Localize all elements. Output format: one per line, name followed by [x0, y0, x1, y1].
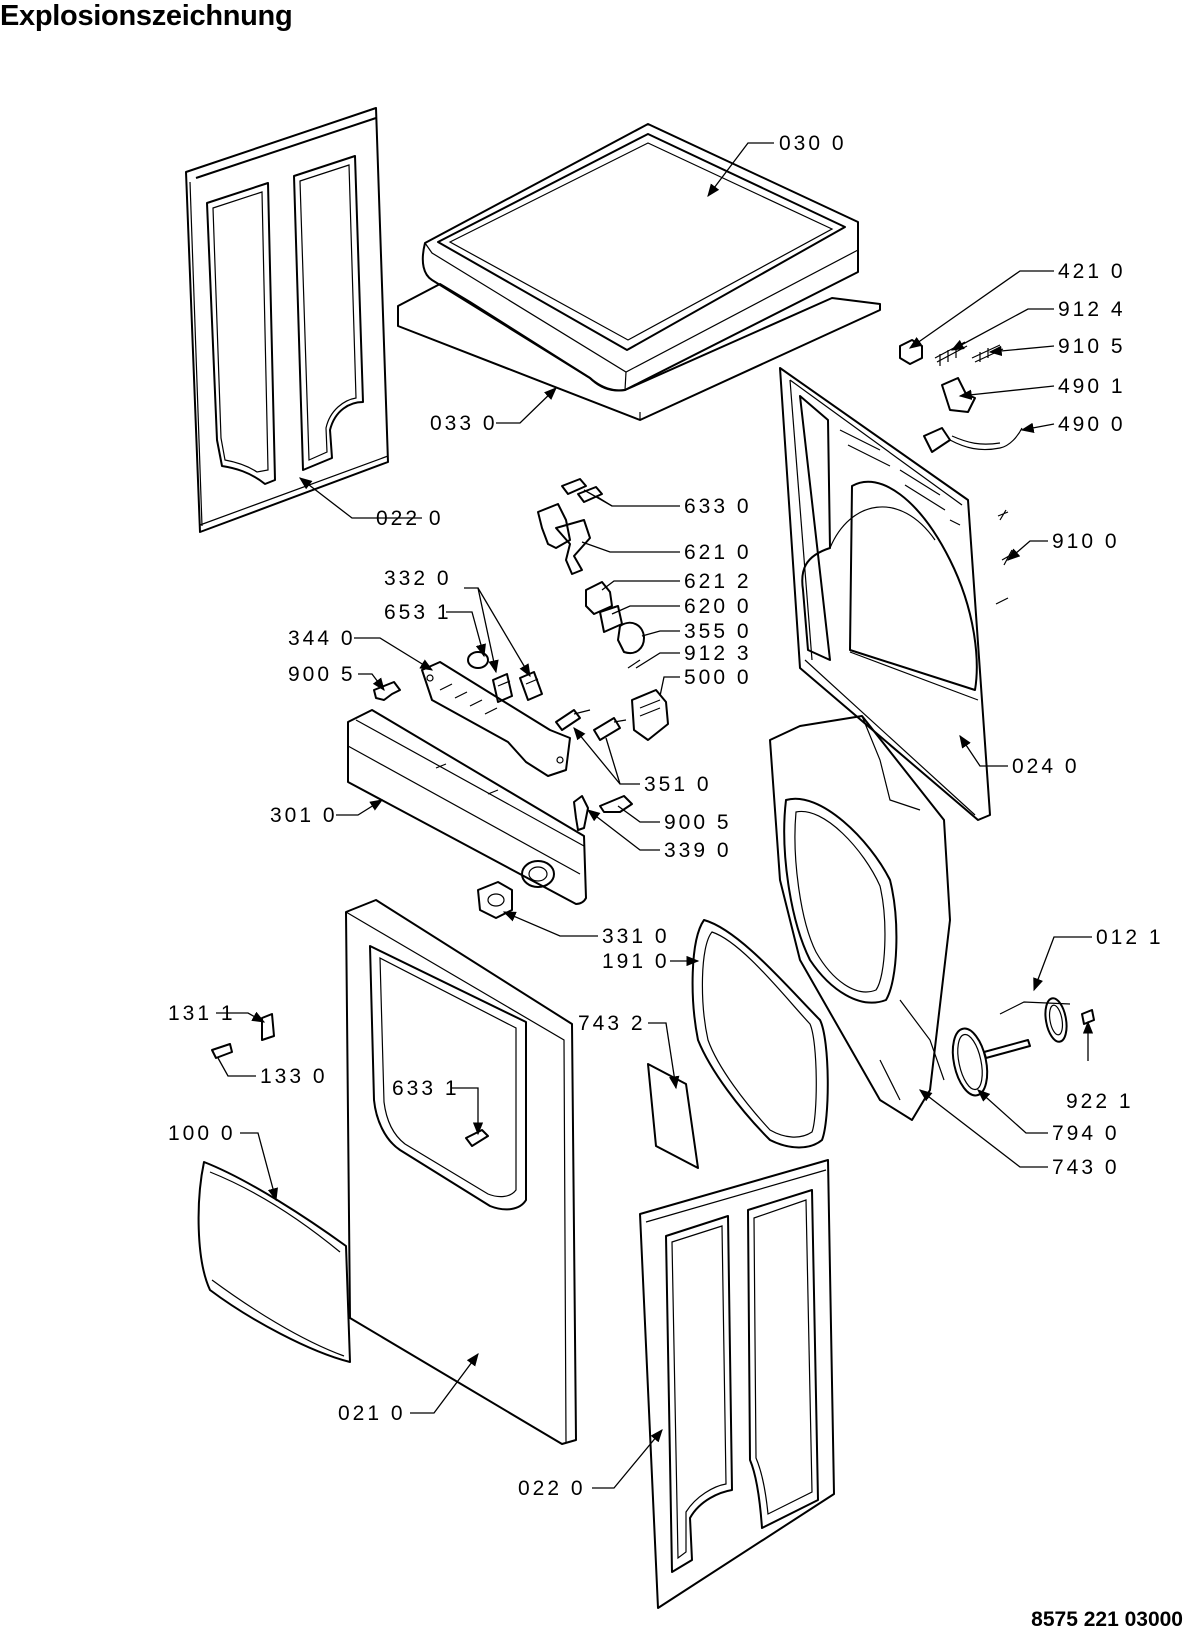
top-cover-support	[397, 283, 881, 421]
label-653-1: 653 1	[384, 601, 452, 624]
screws-rear	[995, 509, 1017, 605]
label-743-0: 743 0	[1052, 1156, 1120, 1179]
label-100-0: 100 0	[168, 1122, 236, 1145]
program-knob	[477, 881, 513, 919]
felt-ring	[951, 1027, 989, 1097]
label-024-0: 024 0	[1012, 755, 1080, 778]
label-621-0: 621 0	[684, 541, 752, 564]
label-021-0: 021 0	[338, 1402, 406, 1425]
label-344-0: 344 0	[288, 627, 356, 650]
label-033-0: 033 0	[430, 412, 498, 435]
label-133-0: 133 0	[260, 1065, 328, 1088]
label-633-0: 633 0	[684, 495, 752, 518]
shaft-bearing	[983, 997, 1095, 1059]
label-421-0: 421 0	[1058, 260, 1126, 283]
part-labels: 030 0 421 0 912 4 910 5 490 1 490 0 033 …	[168, 132, 1164, 1500]
label-355-0: 355 0	[684, 620, 752, 643]
label-500-0: 500 0	[684, 666, 752, 689]
label-030-0: 030 0	[779, 132, 847, 155]
door-handle	[465, 1129, 489, 1147]
label-022-0-bottom: 022 0	[518, 1477, 586, 1500]
label-131-1: 131 1	[168, 1002, 236, 1025]
page-title: Explosionszeichnung	[0, 0, 293, 32]
control-panel	[347, 709, 587, 905]
label-621-2: 621 2	[684, 570, 752, 593]
label-301-0: 301 0	[270, 804, 338, 827]
clip-parts-bottom	[573, 795, 633, 831]
label-900-5-right: 900 5	[664, 811, 732, 834]
leader-lines	[216, 142, 1094, 1489]
label-794-0: 794 0	[1052, 1122, 1120, 1145]
label-912-3: 912 3	[684, 642, 752, 665]
filter-door	[197, 1161, 351, 1363]
label-620-0: 620 0	[684, 595, 752, 618]
rear-panel	[779, 367, 991, 821]
label-490-1: 490 1	[1058, 375, 1126, 398]
label-910-0: 910 0	[1052, 530, 1120, 553]
label-922-1: 922 1	[1066, 1090, 1134, 1113]
document-number: 8575 221 03000	[1031, 1608, 1183, 1631]
label-910-5: 910 5	[1058, 335, 1126, 358]
label-900-5-left: 900 5	[288, 663, 356, 686]
label-022-0-top: 022 0	[376, 507, 444, 530]
front-panel	[345, 899, 577, 1445]
label-743-2: 743 2	[578, 1012, 646, 1035]
gasket-plate	[647, 1063, 699, 1169]
clip-left	[373, 681, 401, 701]
label-191-0: 191 0	[602, 950, 670, 973]
label-633-1: 633 1	[392, 1077, 460, 1100]
label-351-0: 351 0	[644, 773, 712, 796]
label-490-0: 490 0	[1058, 413, 1126, 436]
label-331-0: 331 0	[602, 925, 670, 948]
front-bearing-housing	[769, 715, 951, 1121]
side-panel-left	[185, 107, 389, 533]
side-panel-right	[639, 1159, 835, 1609]
control-board-frame	[421, 661, 571, 777]
door-seal	[691, 919, 829, 1149]
label-339-0: 339 0	[664, 839, 732, 862]
label-012-1: 012 1	[1096, 926, 1164, 949]
hinge-parts	[211, 1013, 275, 1059]
label-912-4: 912 4	[1058, 298, 1126, 321]
lamp-holders	[555, 709, 627, 741]
label-332-0: 332 0	[384, 567, 452, 590]
control-knobs	[467, 651, 543, 703]
switch-components	[537, 478, 669, 741]
